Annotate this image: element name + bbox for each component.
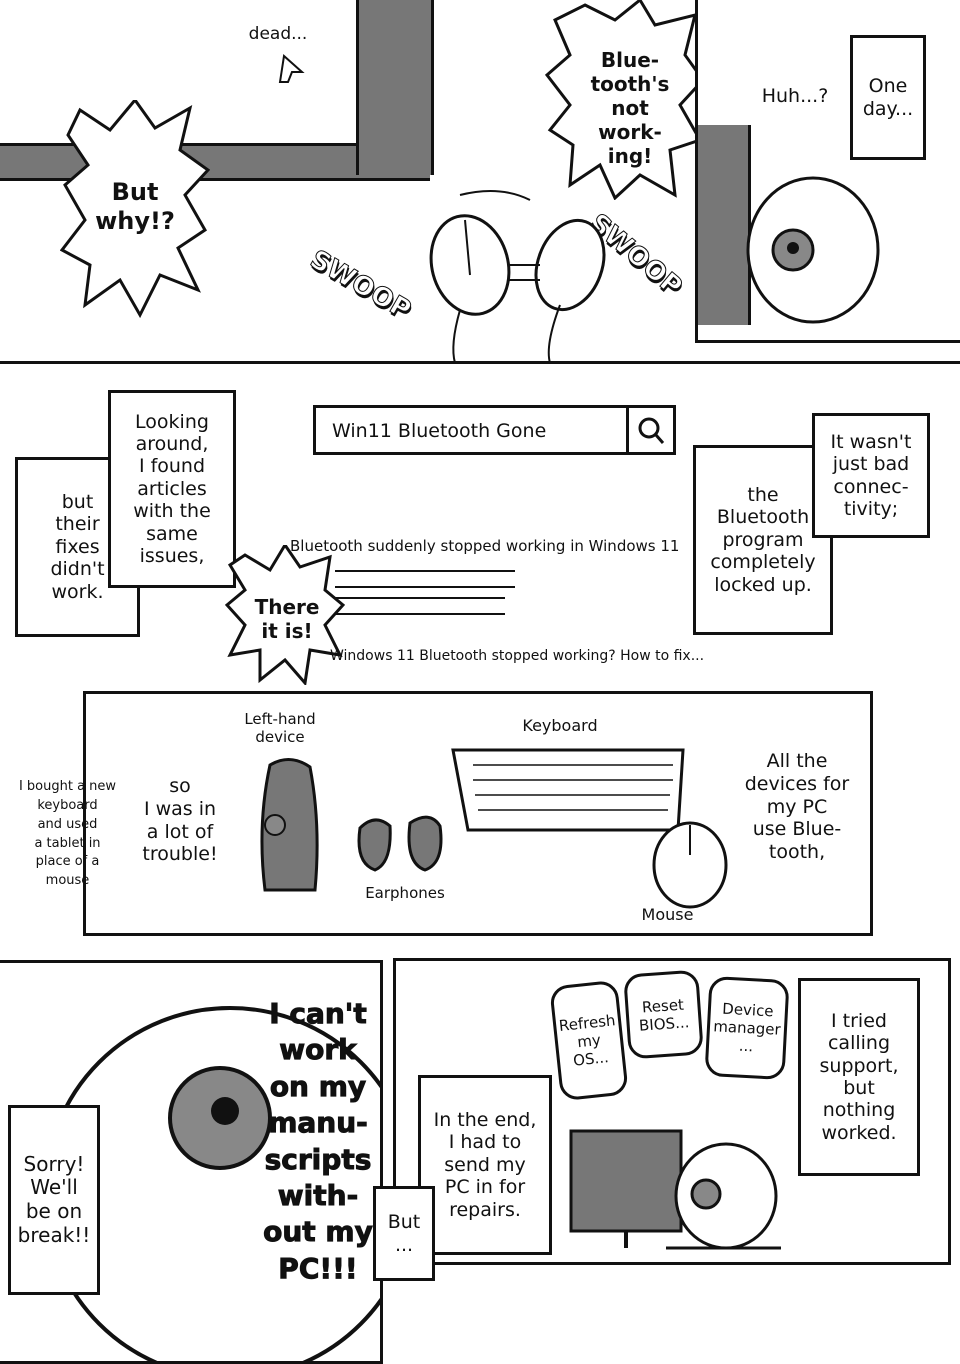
- huh-text: Huh...?: [761, 85, 829, 107]
- there-it-is-text: There it is!: [254, 595, 320, 643]
- spiky-bubble: [60, 100, 210, 319]
- arrow-cursor-icon: [278, 54, 305, 83]
- flying-mouse-drawing: [429, 190, 606, 364]
- result-1-lines: [335, 597, 505, 615]
- search-button[interactable]: [626, 408, 673, 452]
- reset-bios-bubble: Reset BIOS...: [623, 969, 704, 1060]
- mouse-drawing: [652, 821, 728, 909]
- left-hand-device-label: Left-hand device: [244, 710, 316, 746]
- all-devices-text: All the devices for my PC use Blue- toot…: [744, 750, 850, 864]
- device-manager-bubble: Device manager ...: [704, 975, 790, 1081]
- lot-of-trouble-text: so I was in a lot of trouble!: [142, 775, 218, 866]
- magnifier-icon: [638, 417, 665, 444]
- refresh-os-bubble: Refresh my OS...: [549, 979, 629, 1102]
- panel-2: but their fixes didn't work. Looking aro…: [0, 365, 960, 685]
- search-result-2[interactable]: Windows 11 Bluetooth stopped working? Ho…: [330, 648, 705, 664]
- swoop-left: SWOOP: [304, 244, 416, 326]
- search-input[interactable]: Win11 Bluetooth Gone: [332, 420, 547, 442]
- search-result-1[interactable]: Bluetooth suddenly stopped working in Wi…: [290, 537, 680, 555]
- divider: [0, 361, 960, 364]
- bt-not-working-text: Blue- tooth's not work- ing!: [590, 48, 670, 168]
- left-hand-device-drawing: [260, 758, 319, 892]
- result-1-lines: [335, 570, 515, 588]
- sorry-caption: Sorry! We'll be on break!!: [8, 1105, 100, 1295]
- monitor-frame-side: [356, 0, 434, 175]
- keyboard-label: Keyboard: [522, 716, 598, 735]
- wasnt-bad-caption: It wasn't just bad connec- tivity;: [812, 413, 930, 538]
- bt-program-caption: the Bluetooth program completely locked …: [693, 445, 833, 635]
- monitor-desk-drawing: [569, 1129, 781, 1250]
- eyeball-character: [746, 176, 880, 324]
- spiky-bubble: [225, 545, 345, 685]
- earphones-drawing: [357, 815, 443, 872]
- panel-1: dead... But why!? Blue- tooth's not work…: [0, 0, 960, 364]
- mouse-label: Mouse: [641, 905, 694, 924]
- looking-around-caption: Looking around, I found articles with th…: [108, 390, 236, 588]
- tried-support-caption: I tried calling support, but nothing wor…: [798, 978, 920, 1176]
- monitor-edge: [698, 125, 751, 325]
- but-caption: But ...: [373, 1186, 435, 1281]
- search-bar[interactable]: Win11 Bluetooth Gone: [313, 405, 676, 455]
- but-why-text: But why!?: [95, 178, 175, 235]
- dead-label: dead...: [248, 24, 308, 44]
- bought-keyboard-note: I bought a new keyboard and used a table…: [18, 779, 117, 889]
- spiky-bubble: [545, 0, 705, 200]
- in-the-end-caption: In the end, I had to send my PC in for r…: [418, 1075, 552, 1255]
- one-day-caption: One day...: [850, 35, 926, 160]
- earphones-label: Earphones: [365, 884, 445, 902]
- cant-work-text: I can't work on my manu- scripts with- o…: [263, 996, 374, 1285]
